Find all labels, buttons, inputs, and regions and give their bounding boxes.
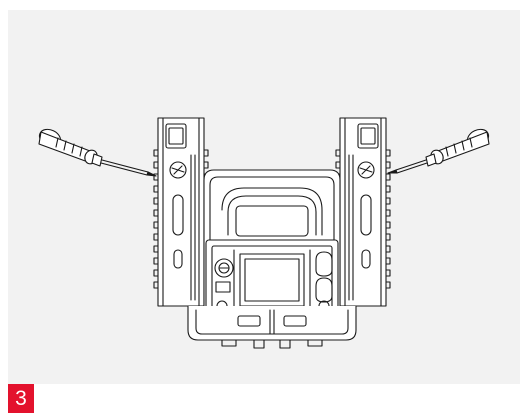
bracket-body: [203, 169, 341, 321]
bracket-foot: [187, 305, 357, 349]
right-screwdriver-icon: [387, 128, 490, 174]
left-screwdriver-icon: [38, 128, 157, 177]
right-mounting-rail: [335, 117, 391, 307]
step-number-badge: 3: [8, 384, 34, 413]
mounting-diagram: [38, 117, 490, 349]
left-mounting-rail: [153, 117, 209, 307]
illustration-panel: [8, 10, 520, 384]
